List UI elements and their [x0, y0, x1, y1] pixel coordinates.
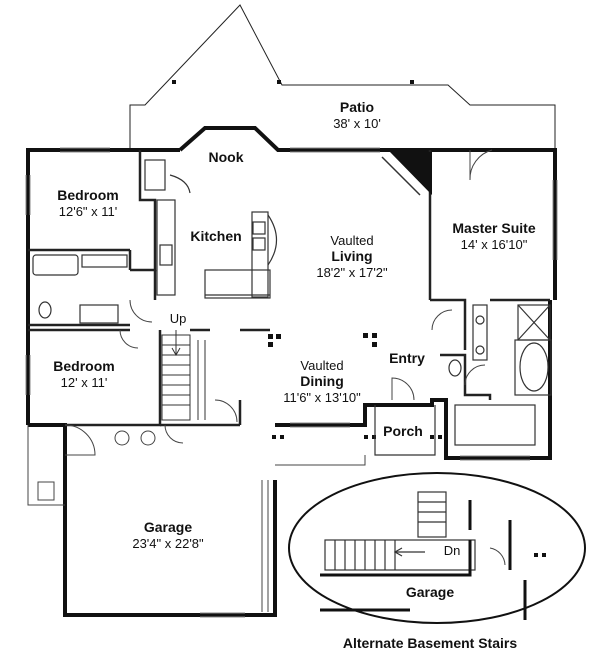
bedroom1-size: 12'6" x 11': [59, 204, 118, 219]
garage-equipment: [27, 425, 366, 612]
stairs-down-label: Dn: [444, 543, 461, 558]
master-suite-label: Master Suite: [452, 220, 535, 236]
bedroom1-label: Bedroom: [57, 187, 118, 203]
nook-label: Nook: [209, 149, 244, 165]
kitchen-fixtures: [144, 159, 278, 299]
patio-label: Patio: [340, 99, 374, 115]
bath-fixtures: [32, 254, 552, 446]
patio-outline: [129, 4, 556, 150]
dining-size: 11'6" x 13'10": [283, 390, 361, 405]
dining-label: Dining: [300, 373, 344, 389]
porch-label: Porch: [383, 423, 423, 439]
windows: [25, 147, 558, 618]
inset-alternate-stairs: [288, 472, 586, 624]
door-swings: [64, 149, 493, 456]
garage-label: Garage: [144, 519, 192, 535]
living-label: Living: [331, 248, 372, 264]
porch-outline: [374, 405, 436, 456]
master-suite-size: 14' x 16'10": [461, 237, 528, 252]
entry-label: Entry: [389, 350, 425, 366]
main-stairs: [161, 330, 206, 421]
living-prefix: Vaulted: [330, 233, 373, 248]
garage-size: 23'4" x 22'8": [132, 536, 204, 551]
exterior-walls: [26, 126, 557, 617]
fireplace: [381, 152, 432, 196]
patio-posts: [172, 80, 414, 84]
patio-size: 38' x 10': [333, 116, 381, 131]
living-size: 18'2" x 17'2": [316, 265, 388, 280]
bedroom2-size: 12' x 11': [61, 375, 108, 390]
column-markers: [268, 333, 442, 439]
inset-caption: Alternate Basement Stairs: [343, 635, 518, 651]
interior-walls: [28, 150, 550, 427]
inset-garage-label: Garage: [406, 584, 454, 600]
stairs-up-label: Up: [170, 311, 187, 326]
bedroom2-label: Bedroom: [53, 358, 114, 374]
dining-prefix: Vaulted: [300, 358, 343, 373]
kitchen-label: Kitchen: [190, 228, 241, 244]
